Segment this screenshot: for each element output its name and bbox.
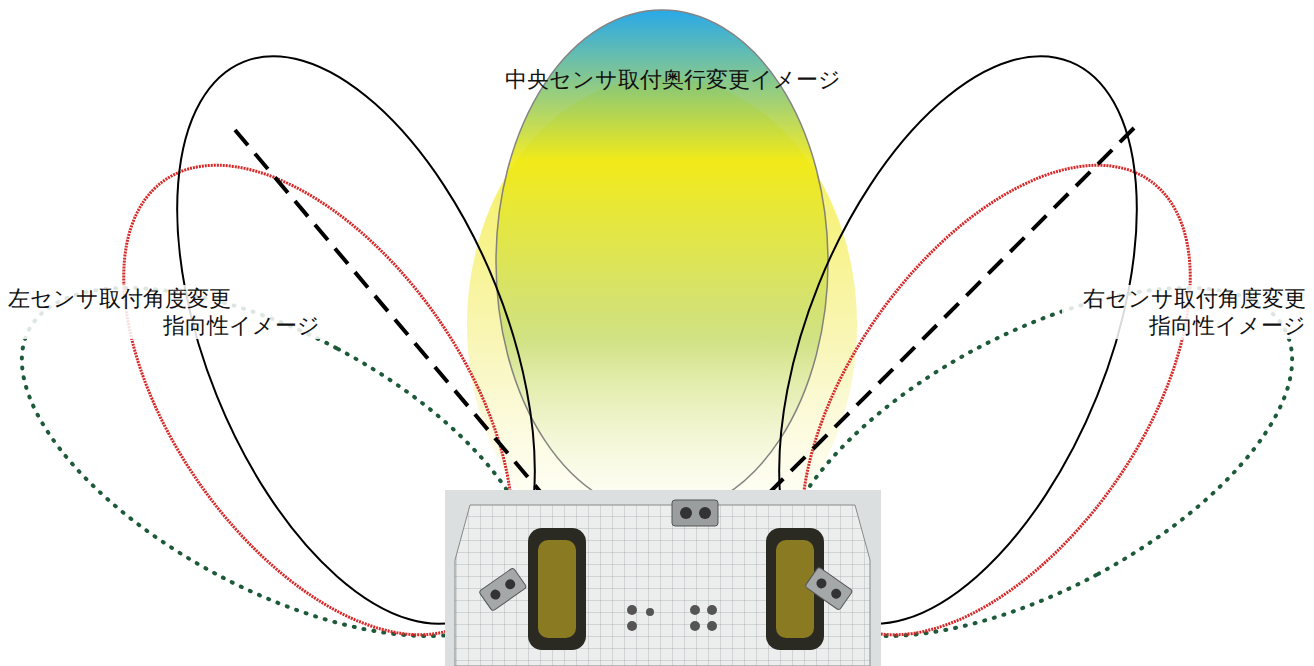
right-sensor-label: 右センサ取付角度変更 指向性イメージ: [1062, 285, 1306, 339]
robot-photo: [445, 490, 881, 666]
center-beam: [467, 10, 857, 573]
left-beam: [0, 6, 640, 666]
center-sensor-label: 中央センサ取付奥行変更イメージ: [505, 66, 815, 93]
left-sensor-label: 左センサ取付角度変更 指向性イメージ: [8, 285, 320, 339]
